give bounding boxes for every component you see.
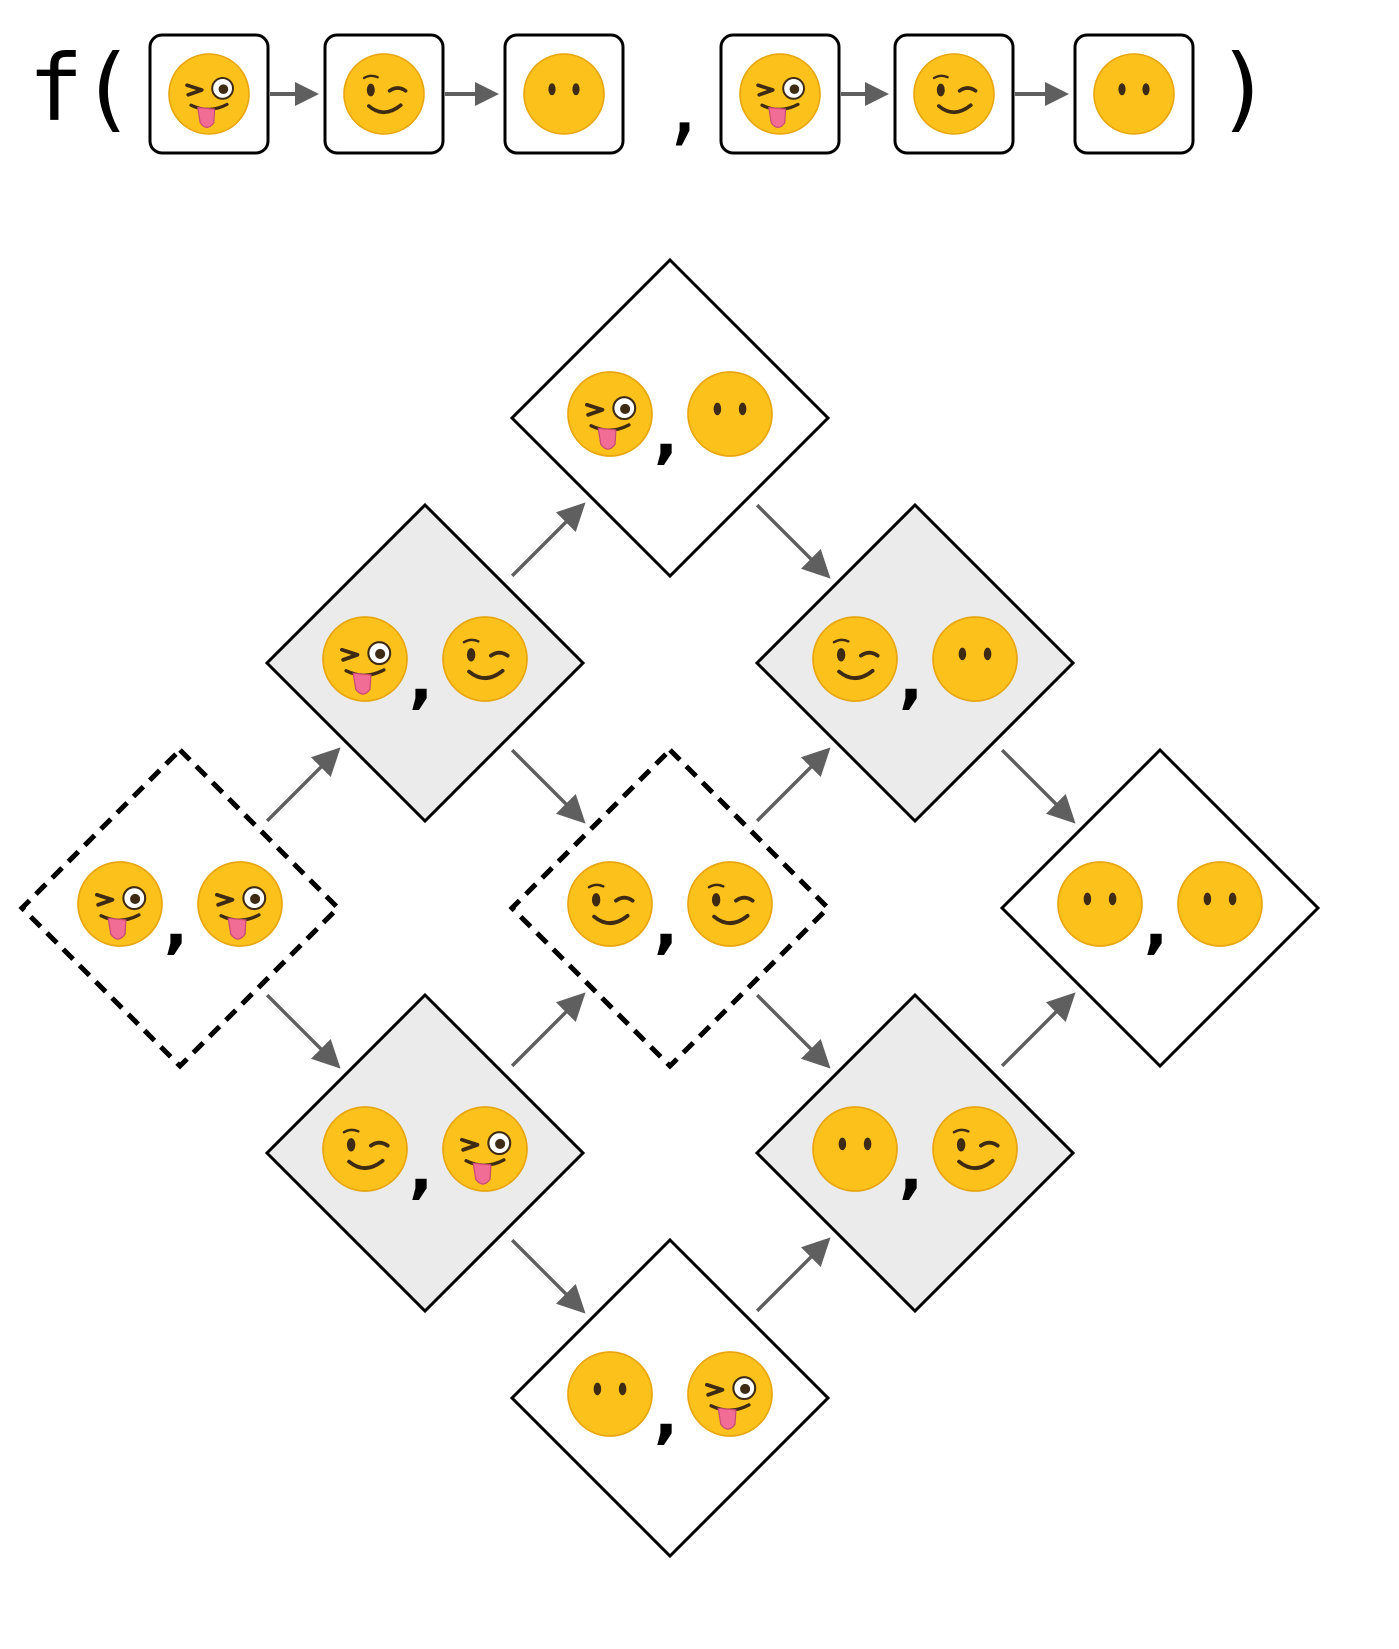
neutral-emoji-icon: [1093, 53, 1175, 135]
neutral-emoji-icon: [687, 371, 773, 457]
grid-node-n02: ,: [509, 257, 831, 579]
grid-node-n21: ,: [754, 992, 1076, 1314]
wink-emoji-icon: [567, 861, 653, 947]
diamond-node: [264, 502, 586, 824]
neutral-emoji-icon: [567, 1351, 653, 1437]
neutral-emoji-icon: [1177, 861, 1263, 947]
pair-separator: ,: [409, 643, 433, 717]
wink-tongue-emoji-icon: [567, 371, 653, 457]
grid-node-n01: ,: [264, 502, 586, 824]
pair-separator: ,: [654, 1378, 678, 1452]
argument-separator: ,: [660, 60, 708, 153]
grid-arrow: [755, 993, 831, 1069]
function-name: f: [28, 35, 83, 142]
diamond-node: [18, 746, 342, 1070]
grid-node-n11: ,: [508, 746, 832, 1070]
grid-arrow: [755, 1237, 831, 1313]
wink-emoji-icon: [913, 53, 995, 135]
diamond-node: [509, 257, 831, 579]
grid-arrow: [510, 1238, 586, 1314]
grid-arrow: [265, 747, 341, 823]
grid-node-n12: ,: [754, 502, 1076, 824]
pair-separator: ,: [899, 643, 923, 717]
open-paren: (: [80, 35, 135, 142]
neutral-emoji-icon: [932, 616, 1018, 702]
wink-tongue-emoji-icon: [168, 53, 250, 135]
wink-tongue-emoji-icon: [322, 616, 408, 702]
wink-tongue-emoji-icon: [197, 861, 283, 947]
pair-separator: ,: [409, 1133, 433, 1207]
wink-emoji-icon: [442, 616, 528, 702]
wink-emoji-icon: [687, 861, 773, 947]
diamond-node: [754, 502, 1076, 824]
neutral-emoji-icon: [523, 53, 605, 135]
neutral-emoji-icon: [1057, 861, 1143, 947]
grid-node-n00: ,: [18, 746, 342, 1070]
wink-tongue-emoji-icon: [77, 861, 163, 947]
grid-arrow: [510, 748, 586, 824]
diamond-node: [508, 746, 832, 1070]
pair-separator: ,: [654, 398, 678, 472]
grid-arrow: [265, 993, 341, 1069]
grid-arrow: [510, 992, 586, 1068]
grid-node-n10: ,: [264, 992, 586, 1314]
wink-emoji-icon: [812, 616, 898, 702]
sequence-a: [148, 33, 625, 155]
wink-tongue-emoji-icon: [739, 53, 821, 135]
pair-separator: ,: [164, 888, 188, 962]
wink-emoji-icon: [343, 53, 425, 135]
grid-nodes: ,,,,,,,,,: [18, 257, 1321, 1559]
grid-edges: [265, 502, 1076, 1314]
diamond-node: [264, 992, 586, 1314]
grid-arrow: [755, 503, 831, 579]
grid-node-n22: ,: [999, 747, 1321, 1069]
pair-separator: ,: [1144, 888, 1168, 962]
diamond-node: [754, 992, 1076, 1314]
diamond-node: [509, 1237, 831, 1559]
grid-arrow: [755, 747, 831, 823]
sequence-b: [719, 33, 1195, 155]
grid-arrow: [510, 502, 586, 578]
neutral-emoji-icon: [812, 1106, 898, 1192]
pair-separator: ,: [654, 888, 678, 962]
grid-node-n20: ,: [509, 1237, 831, 1559]
diamond-node: [999, 747, 1321, 1069]
wink-tongue-emoji-icon: [687, 1351, 773, 1437]
close-paren: ): [1216, 35, 1271, 142]
wink-emoji-icon: [322, 1106, 408, 1192]
wink-tongue-emoji-icon: [442, 1106, 528, 1192]
function-expression: f ( , ): [28, 33, 1271, 155]
pair-separator: ,: [899, 1133, 923, 1207]
wink-emoji-icon: [932, 1106, 1018, 1192]
grid-arrow: [1000, 748, 1076, 824]
grid-arrow: [1000, 992, 1076, 1068]
